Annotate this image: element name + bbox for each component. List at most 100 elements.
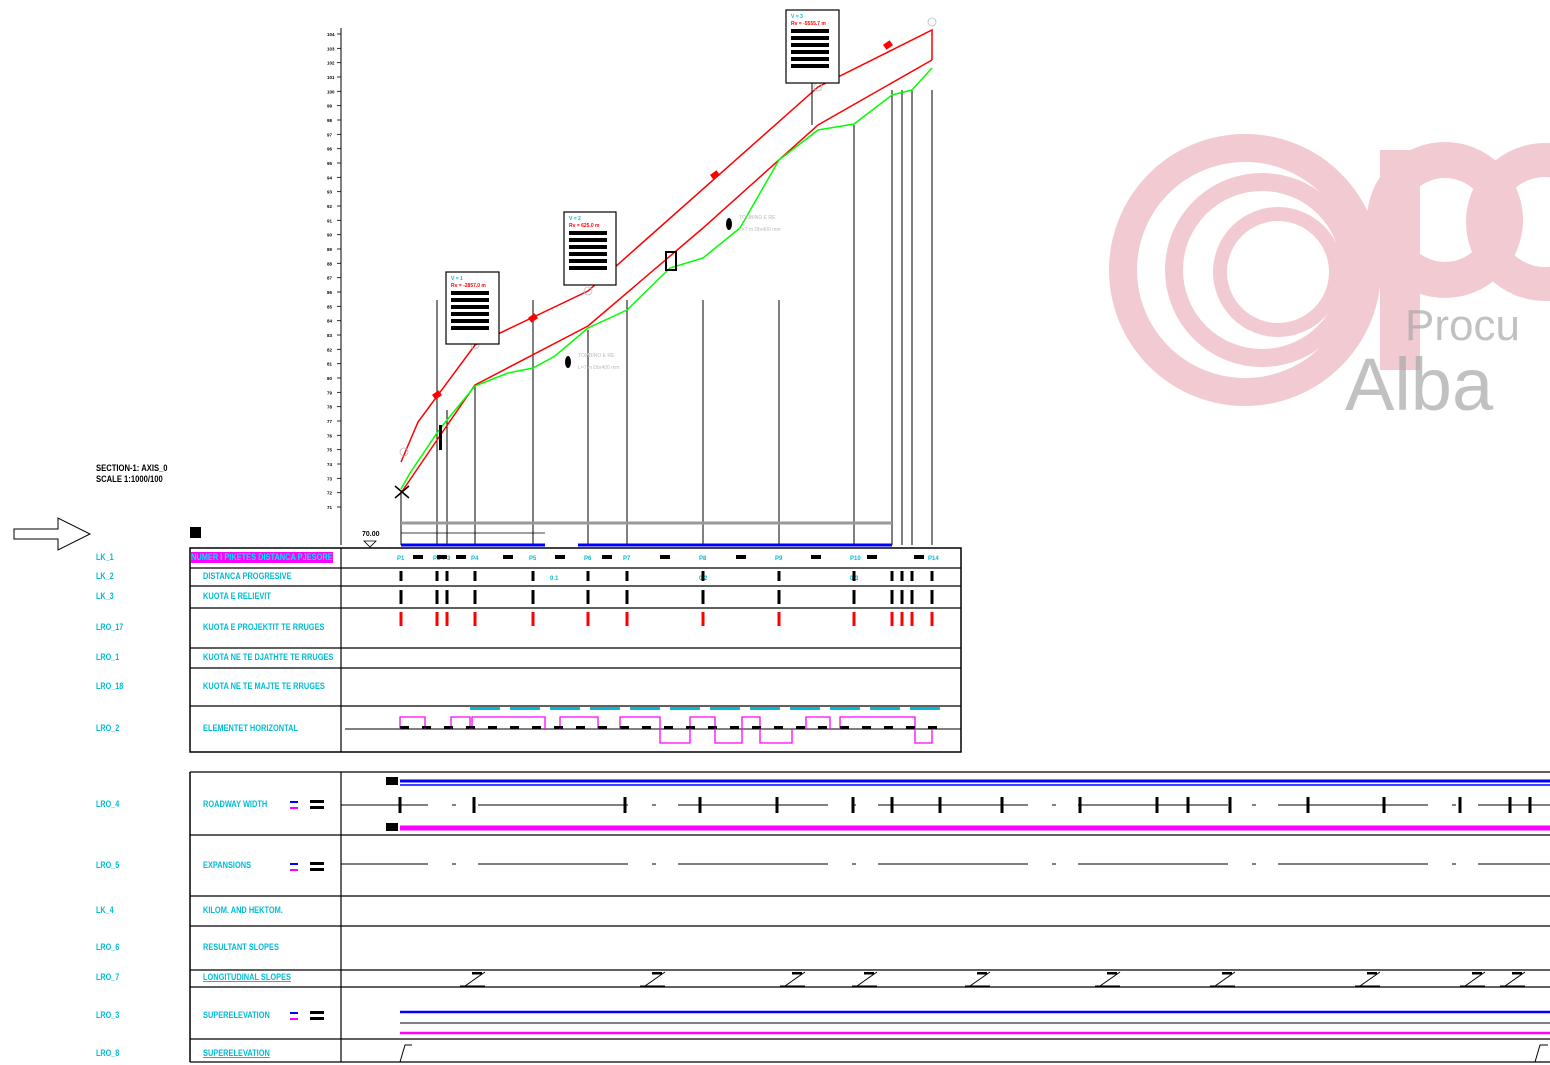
progressive-value — [399, 571, 403, 581]
direction-arrow — [13, 517, 92, 551]
vc-radius: Rv = -5555.7 m — [791, 21, 826, 27]
element-label — [708, 726, 717, 729]
horizontal-element — [399, 716, 426, 729]
horizontal-element — [619, 716, 661, 729]
slope-arrow — [528, 313, 538, 323]
design-elevation-value — [910, 612, 914, 626]
vc-param — [569, 266, 607, 270]
datum-marker — [363, 540, 377, 548]
watermark-logo — [1109, 134, 1550, 406]
element-label — [730, 726, 739, 729]
element-title — [710, 707, 740, 710]
vc-param — [569, 238, 607, 242]
progressive-value — [701, 571, 705, 581]
pvi-marker — [399, 447, 409, 457]
row-label: KUOTA NE TE DJATHTE TE RRUGES — [203, 652, 334, 663]
design-elevation-value — [930, 612, 934, 626]
y-tick-label: 88 — [327, 261, 333, 266]
row-label: SUPERELEVATION — [203, 1048, 270, 1059]
y-tick-label: 97 — [327, 132, 333, 137]
row-code: LRO_6 — [96, 942, 120, 952]
row-code: LK_4 — [96, 905, 114, 915]
element-title — [630, 707, 660, 710]
ground-elevation-value — [930, 590, 934, 604]
progressive-value — [531, 571, 535, 581]
horizontal-element — [559, 716, 599, 729]
slope-value — [792, 972, 802, 975]
station-label: P9 — [775, 556, 783, 562]
culvert-icon — [565, 356, 571, 368]
station-label: P7 — [623, 556, 631, 562]
design-grade-line — [400, 59, 933, 494]
station-label: P1 — [397, 556, 405, 562]
culvert-name: TOMBINO E RE — [578, 353, 615, 359]
horizontal-element — [759, 729, 793, 744]
progressive-value — [445, 571, 449, 581]
y-tick-label: 72 — [327, 491, 333, 496]
design-elevation-value — [586, 612, 590, 626]
row-label: ELEMENTET HORIZONTAL — [203, 723, 298, 734]
slope-value — [977, 972, 987, 975]
progressive-value — [435, 571, 439, 581]
section-title: SECTION-1: AXIS_0 SCALE 1:1000/100 — [96, 463, 168, 485]
distance-value — [437, 555, 447, 559]
design-elevation-value — [701, 612, 705, 626]
width-tick — [775, 797, 779, 813]
ground-elevation-value — [777, 590, 781, 604]
width-tick — [698, 797, 702, 813]
element-title — [910, 707, 940, 710]
width-tick — [1382, 797, 1386, 813]
vc-param — [451, 326, 489, 330]
progressive-value — [910, 571, 914, 581]
watermark-line2: Alba — [1345, 343, 1494, 426]
row-label: NUMER I PIKETES DISTANCA PJESORE — [191, 552, 333, 563]
row-code: LRO_4 — [96, 799, 120, 809]
marker-square — [190, 527, 201, 538]
element-label — [862, 726, 871, 729]
design-elevation-value — [435, 612, 439, 626]
legend-value — [310, 1011, 324, 1014]
y-tick-label: 92 — [327, 204, 333, 209]
row-code: LRO_17 — [96, 622, 124, 632]
distance-value — [602, 555, 612, 559]
horizontal-element — [839, 716, 916, 729]
design-elevation-value — [625, 612, 629, 626]
element-label — [620, 726, 629, 729]
slope-value — [864, 972, 874, 975]
legend-value — [310, 800, 324, 803]
row-code: LK_2 — [96, 571, 114, 581]
profile-table: P1P2P3P4P5P6P7P8P9P10P140.10.20.3 — [189, 547, 962, 753]
slope-value — [472, 972, 482, 975]
design-elevation-value — [900, 612, 904, 626]
progressive-value — [777, 571, 781, 581]
y-tick-label: 82 — [327, 347, 333, 352]
y-tick-label: 84 — [327, 319, 333, 324]
row-code: LRO_8 — [96, 1048, 120, 1058]
element-title — [510, 707, 540, 710]
element-label — [488, 726, 497, 729]
legend-value — [310, 1017, 324, 1020]
element-label — [444, 726, 453, 729]
design-elevation-value — [445, 612, 449, 626]
vc-param — [451, 312, 489, 316]
y-tick-label: 83 — [327, 333, 333, 338]
vc-param — [451, 305, 489, 309]
row-label: EXPANSIONS — [203, 860, 252, 871]
element-label — [664, 726, 673, 729]
width-tick — [1186, 797, 1190, 813]
table-frame — [189, 547, 962, 753]
culvert-spec: L=7 m Dbr400 mm — [739, 227, 781, 233]
design-elevation-value — [852, 612, 856, 626]
y-tick-label: 86 — [327, 290, 333, 295]
y-tick-label: 89 — [327, 247, 333, 252]
section-scale: SCALE 1:1000/100 — [96, 474, 163, 484]
element-label — [840, 726, 849, 729]
y-tick-label: 78 — [327, 405, 333, 410]
vc-param — [451, 298, 489, 302]
row-code: LK_1 — [96, 552, 114, 562]
y-tick-label: 87 — [327, 276, 333, 281]
station-label: P14 — [928, 556, 939, 562]
element-label — [422, 726, 431, 729]
y-tick-label: 95 — [327, 161, 333, 166]
design-elevation-value — [777, 612, 781, 626]
